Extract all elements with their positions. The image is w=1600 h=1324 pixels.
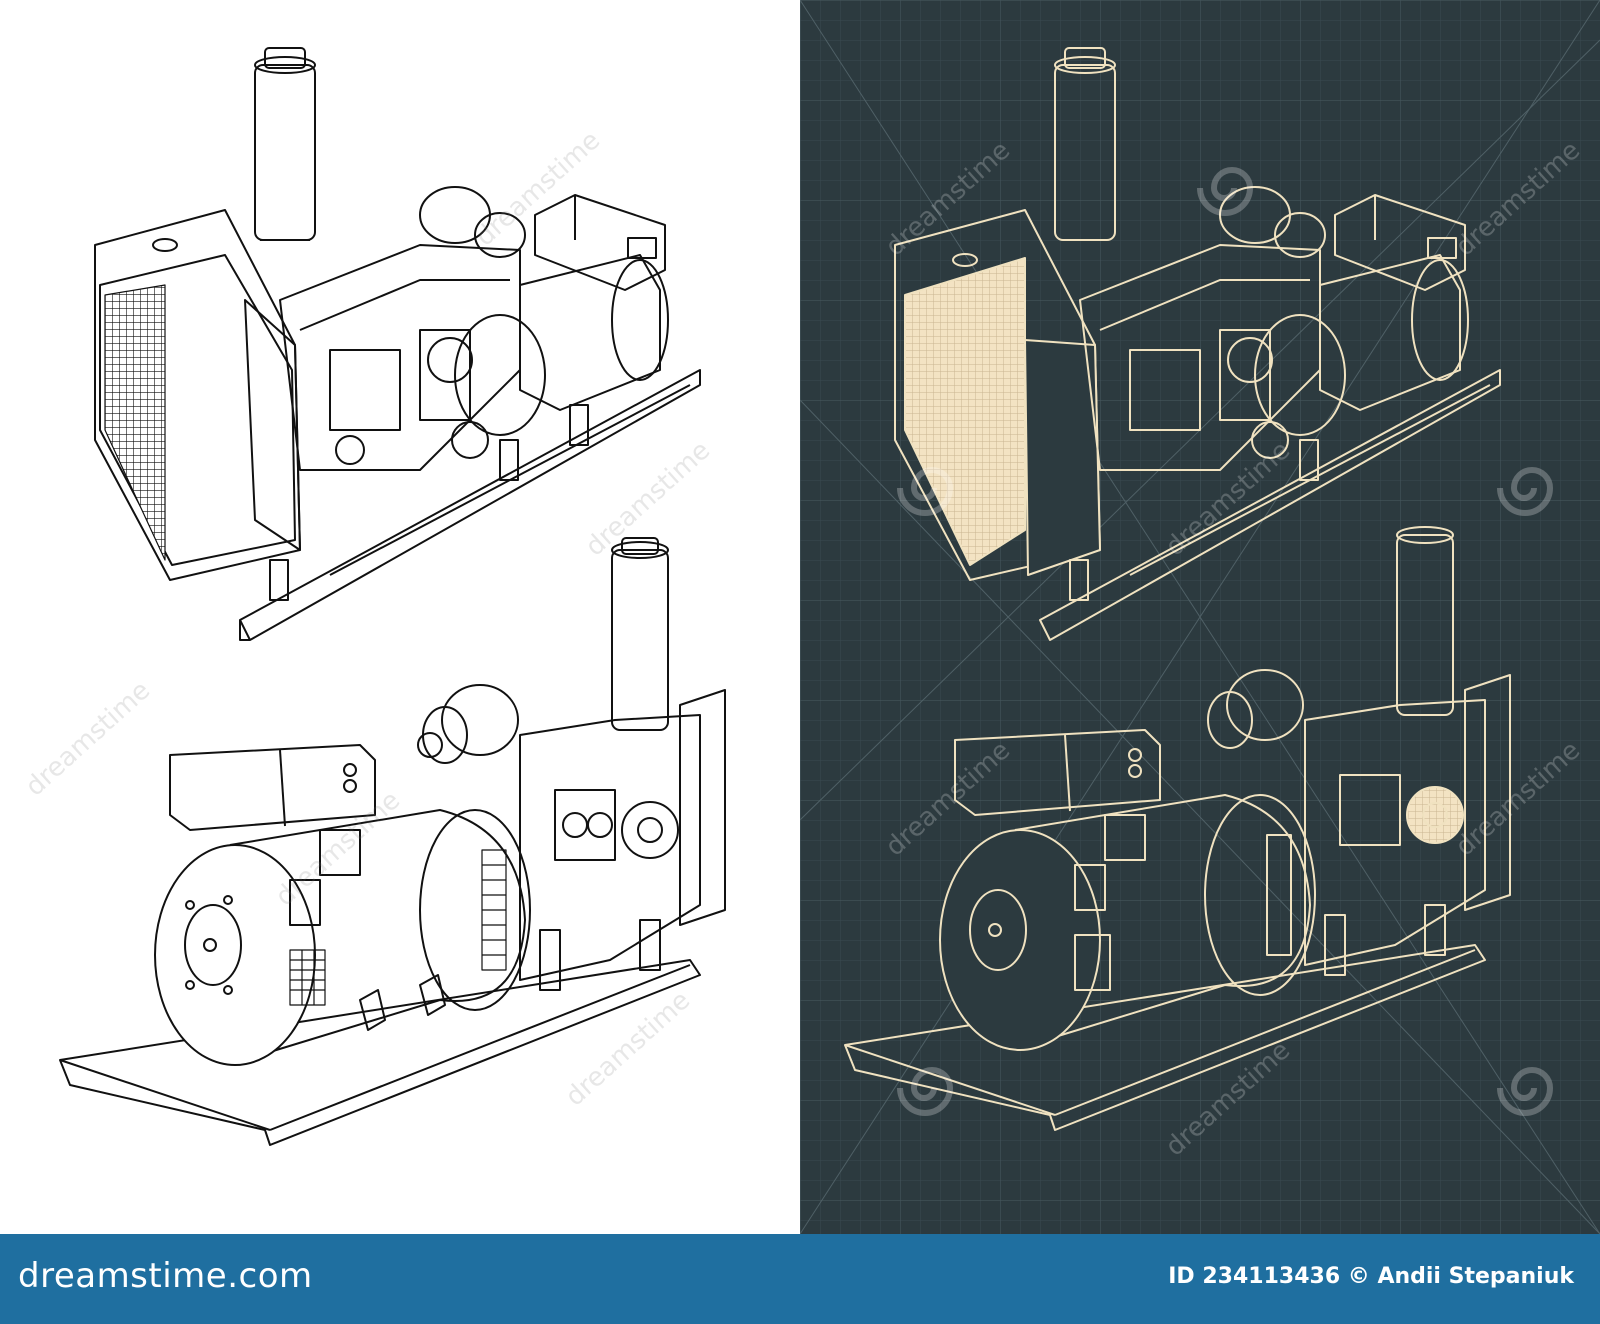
illustration-stage: dreamstime dreamstime dreamstime dreamst… [0,0,1600,1234]
generator-top-left [94,47,701,641]
watermark-spirals [897,167,1554,1116]
left-panel-line-drawings: dreamstime dreamstime dreamstime dreamst… [0,0,800,1234]
generator-bottom-right [844,526,1511,1131]
image-credit: ID 234113436 © Andii Stepaniuk [1168,1264,1574,1289]
left-generator-drawings [59,47,726,1146]
generator-bottom-left [59,537,726,1146]
stock-footer-bar: dreamstime.com ID 234113436 © Andii Step… [0,1234,1600,1324]
generator-top-right [894,47,1501,641]
right-panel-blueprint: dreamstime dreamstime dreamstime dreamst… [800,0,1600,1234]
right-generator-drawings [800,0,1600,1234]
brand-logo-text[interactable]: dreamstime.com [18,1256,313,1296]
